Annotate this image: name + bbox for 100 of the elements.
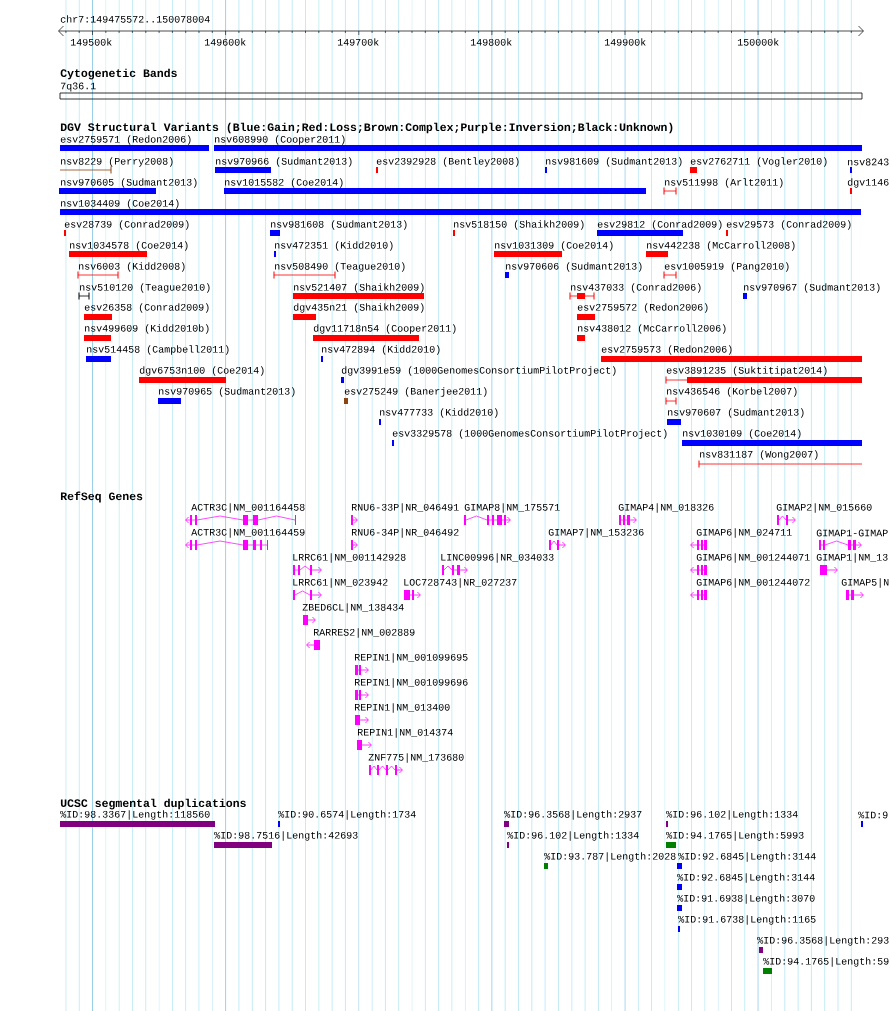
variant-label: nsv518150 (Shaikh2009)	[454, 220, 584, 230]
gene-label: GIMAP8|NM_175571	[464, 503, 560, 513]
gene-label: GIMAP6|NM_001244072	[696, 578, 810, 588]
variant-label: nsv442238 (McCarroll2008)	[647, 241, 795, 251]
gene-label: GIMAP6|NM_024711	[696, 528, 792, 538]
track-title: DGV Structural Variants (Blue:Gain;Red:Loss;Brown:Complex;Purple:Inversion;Black:Unknown)	[60, 122, 673, 134]
variant-label: nsv1030109 (Coe2014)	[683, 429, 801, 439]
variant-label: esv2392928 (Bentley2008)	[376, 157, 519, 167]
duplication-label: %ID:92.6845|Length:3144	[677, 873, 815, 883]
tick-label: 149800k	[470, 38, 512, 46]
variant-label: esv2759572 (Redon2006)	[577, 303, 708, 313]
variant-label: esv26358 (Conrad2009)	[84, 303, 209, 313]
gene-label: REPIN1|NM_001099695	[355, 653, 468, 663]
variant-label: esv2762711 (Vogler2010)	[690, 157, 827, 167]
variant-label: nsv981609 (Sudmant2013)	[546, 157, 682, 167]
variant-label: nsv831187 (Wong2007)	[700, 450, 818, 460]
variant-label: nsv970967 (Sudmant2013)	[744, 283, 880, 293]
variant-label: esv2759571 (Redon2006)	[60, 135, 191, 145]
variant-label: nsv970607 (Sudmant2013)	[668, 408, 804, 418]
tick-label: 149600k	[204, 38, 246, 46]
gene-label: REPIN1|NM_014374	[358, 728, 453, 738]
variant-label: dgv11718n54 (Cooper2011)	[313, 324, 456, 334]
gene-label: ZBED6CL|NM_138434	[302, 603, 404, 613]
gene-label: GIMAP1|NM_13	[816, 553, 888, 563]
variant-label: nsv1031309 (Coe2014)	[495, 241, 613, 251]
duplication-label: %ID:91.6738|Length:1165	[678, 915, 816, 925]
track-title: Cytogenetic Bands	[60, 68, 177, 80]
variant-label: esv3891235 (Suktitipat2014)	[666, 366, 827, 376]
variant-label: nsv970605 (Sudmant2013)	[61, 178, 197, 188]
gene-label: RNU6-34P|NR_046492	[352, 528, 459, 538]
tick-label: 149900k	[604, 38, 646, 46]
variant-label: dgv1146	[847, 178, 889, 188]
duplication-label: %ID:96.102|Length:1334	[507, 831, 639, 841]
gene-label: RNU6-33P|NR_046491	[352, 503, 459, 513]
gene-label: LOC728743|NR_027237	[404, 578, 517, 588]
gene-label: LRRC61|NM_023942	[293, 578, 388, 588]
gene-label: LRRC61|NM_001142928	[293, 553, 406, 563]
gene-label: GIMAP5|N	[841, 578, 889, 588]
variant-label: nsv8243	[848, 158, 889, 166]
variant-label: nsv514458 (Campbell2011)	[87, 345, 229, 355]
variant-label: esv3329578 (1000GenomesConsortiumPilotProject)	[392, 429, 667, 439]
variant-label: nsv510120 (Teague2010)	[80, 283, 210, 293]
gene-label: GIMAP4|NM_018326	[618, 503, 714, 513]
variant-label: nsv1015582 (Coe2014)	[225, 178, 343, 188]
gene-label: LINC00996|NR_034033	[441, 553, 554, 563]
variant-label: nsv608990 (Cooper2011)	[215, 135, 345, 145]
tick-label: 150000k	[737, 38, 779, 46]
gene-label: GIMAP7|NM_153236	[548, 528, 644, 538]
tick-label: 149500k	[70, 38, 112, 46]
track-title: UCSC segmental duplications	[60, 798, 246, 810]
duplication-label: %ID:98.7516|Length:42693	[214, 831, 358, 841]
gene-label: ACTR3C|NM_001164458	[191, 503, 305, 513]
duplication-label: %ID:93.787|Length:2028	[544, 852, 676, 862]
variant-label: nsv970965 (Sudmant2013)	[159, 387, 295, 397]
duplication-label: %ID:9	[858, 811, 888, 819]
variant-label: nsv6003 (Kidd2008)	[79, 262, 185, 272]
variant-label: nsv436546 (Korbel2007)	[667, 387, 797, 397]
variant-label: nsv8229 (Perry2008)	[61, 157, 173, 167]
variant-label: nsv981608 (Sudmant2013)	[271, 220, 407, 230]
variant-label: nsv1034578 (Coe2014)	[70, 241, 188, 251]
gene-label: REPIN1|NM_001099696	[355, 678, 468, 688]
duplication-label: %ID:90.6574|Length:1734	[278, 810, 416, 820]
variant-label: dgv6753n100 (Coe2014)	[139, 366, 264, 376]
variant-label: esv29812 (Conrad2009)	[597, 220, 722, 230]
variant-label: nsv1034409 (Coe2014)	[61, 199, 179, 209]
variant-label: nsv521407 (Shaikh2009)	[294, 283, 424, 293]
variant-label: nsv472894 (Kidd2010)	[322, 345, 440, 355]
duplication-label: %ID:91.6938|Length:3070	[677, 894, 815, 904]
duplication-label: %ID:94.1765|Length:5993	[666, 831, 804, 841]
variant-label: nsv970966 (Sudmant2013)	[216, 157, 352, 167]
variant-label: nsv508490 (Teague2010)	[275, 262, 405, 272]
gene-label: ZNF775|NM_173680	[368, 753, 464, 763]
variant-label: nsv499609 (Kidd2010b)	[85, 324, 209, 334]
variant-label: nsv970606 (Sudmant2013)	[506, 262, 642, 272]
duplication-label: %ID:92.6845|Length:3144	[678, 852, 816, 862]
duplication-label: %ID:96.3568|Length:2937	[504, 810, 642, 820]
variant-label: esv29573 (Conrad2009)	[726, 220, 851, 230]
variant-label: nsv472351 (Kidd2010)	[275, 241, 393, 251]
track-title: RefSeq Genes	[60, 491, 143, 503]
variant-label: nsv477733 (Kidd2010)	[380, 408, 498, 418]
gene-label: GIMAP2|NM_015660	[776, 503, 872, 513]
variant-label: dgv435n21 (Shaikh2009)	[293, 303, 424, 313]
duplication-label: %ID:98.3367|Length:118560	[60, 810, 210, 820]
variant-label: dgv3991e59 (1000GenomesConsortiumPilotProject)	[341, 366, 616, 376]
gene-label: GIMAP1-GIMAP	[816, 529, 888, 537]
band-label: 7q36.1	[60, 82, 96, 92]
gene-label: GIMAP6|NM_001244071	[696, 553, 810, 563]
coordinate-label: chr7:149475572..150078004	[60, 15, 210, 23]
variant-label: nsv437033 (Conrad2006)	[571, 283, 701, 293]
gene-label: ACTR3C|NM_001164459	[191, 528, 305, 538]
duplication-label: %ID:96.3568|Length:293	[757, 936, 889, 946]
variant-label: nsv438012 (McCarroll2006)	[578, 324, 726, 334]
variant-label: esv275249 (Banerjee2011)	[344, 387, 487, 397]
variant-label: esv2759573 (Redon2006)	[601, 345, 732, 355]
duplication-label: %ID:96.102|Length:1334	[666, 810, 798, 820]
variant-label: nsv511998 (Arlt2011)	[665, 178, 783, 188]
duplication-label: %ID:94.1765|Length:59	[763, 957, 889, 967]
tick-label: 149700k	[337, 38, 379, 46]
variant-label: esv28739 (Conrad2009)	[64, 220, 189, 230]
gene-label: RARRES2|NM_002889	[314, 628, 415, 638]
